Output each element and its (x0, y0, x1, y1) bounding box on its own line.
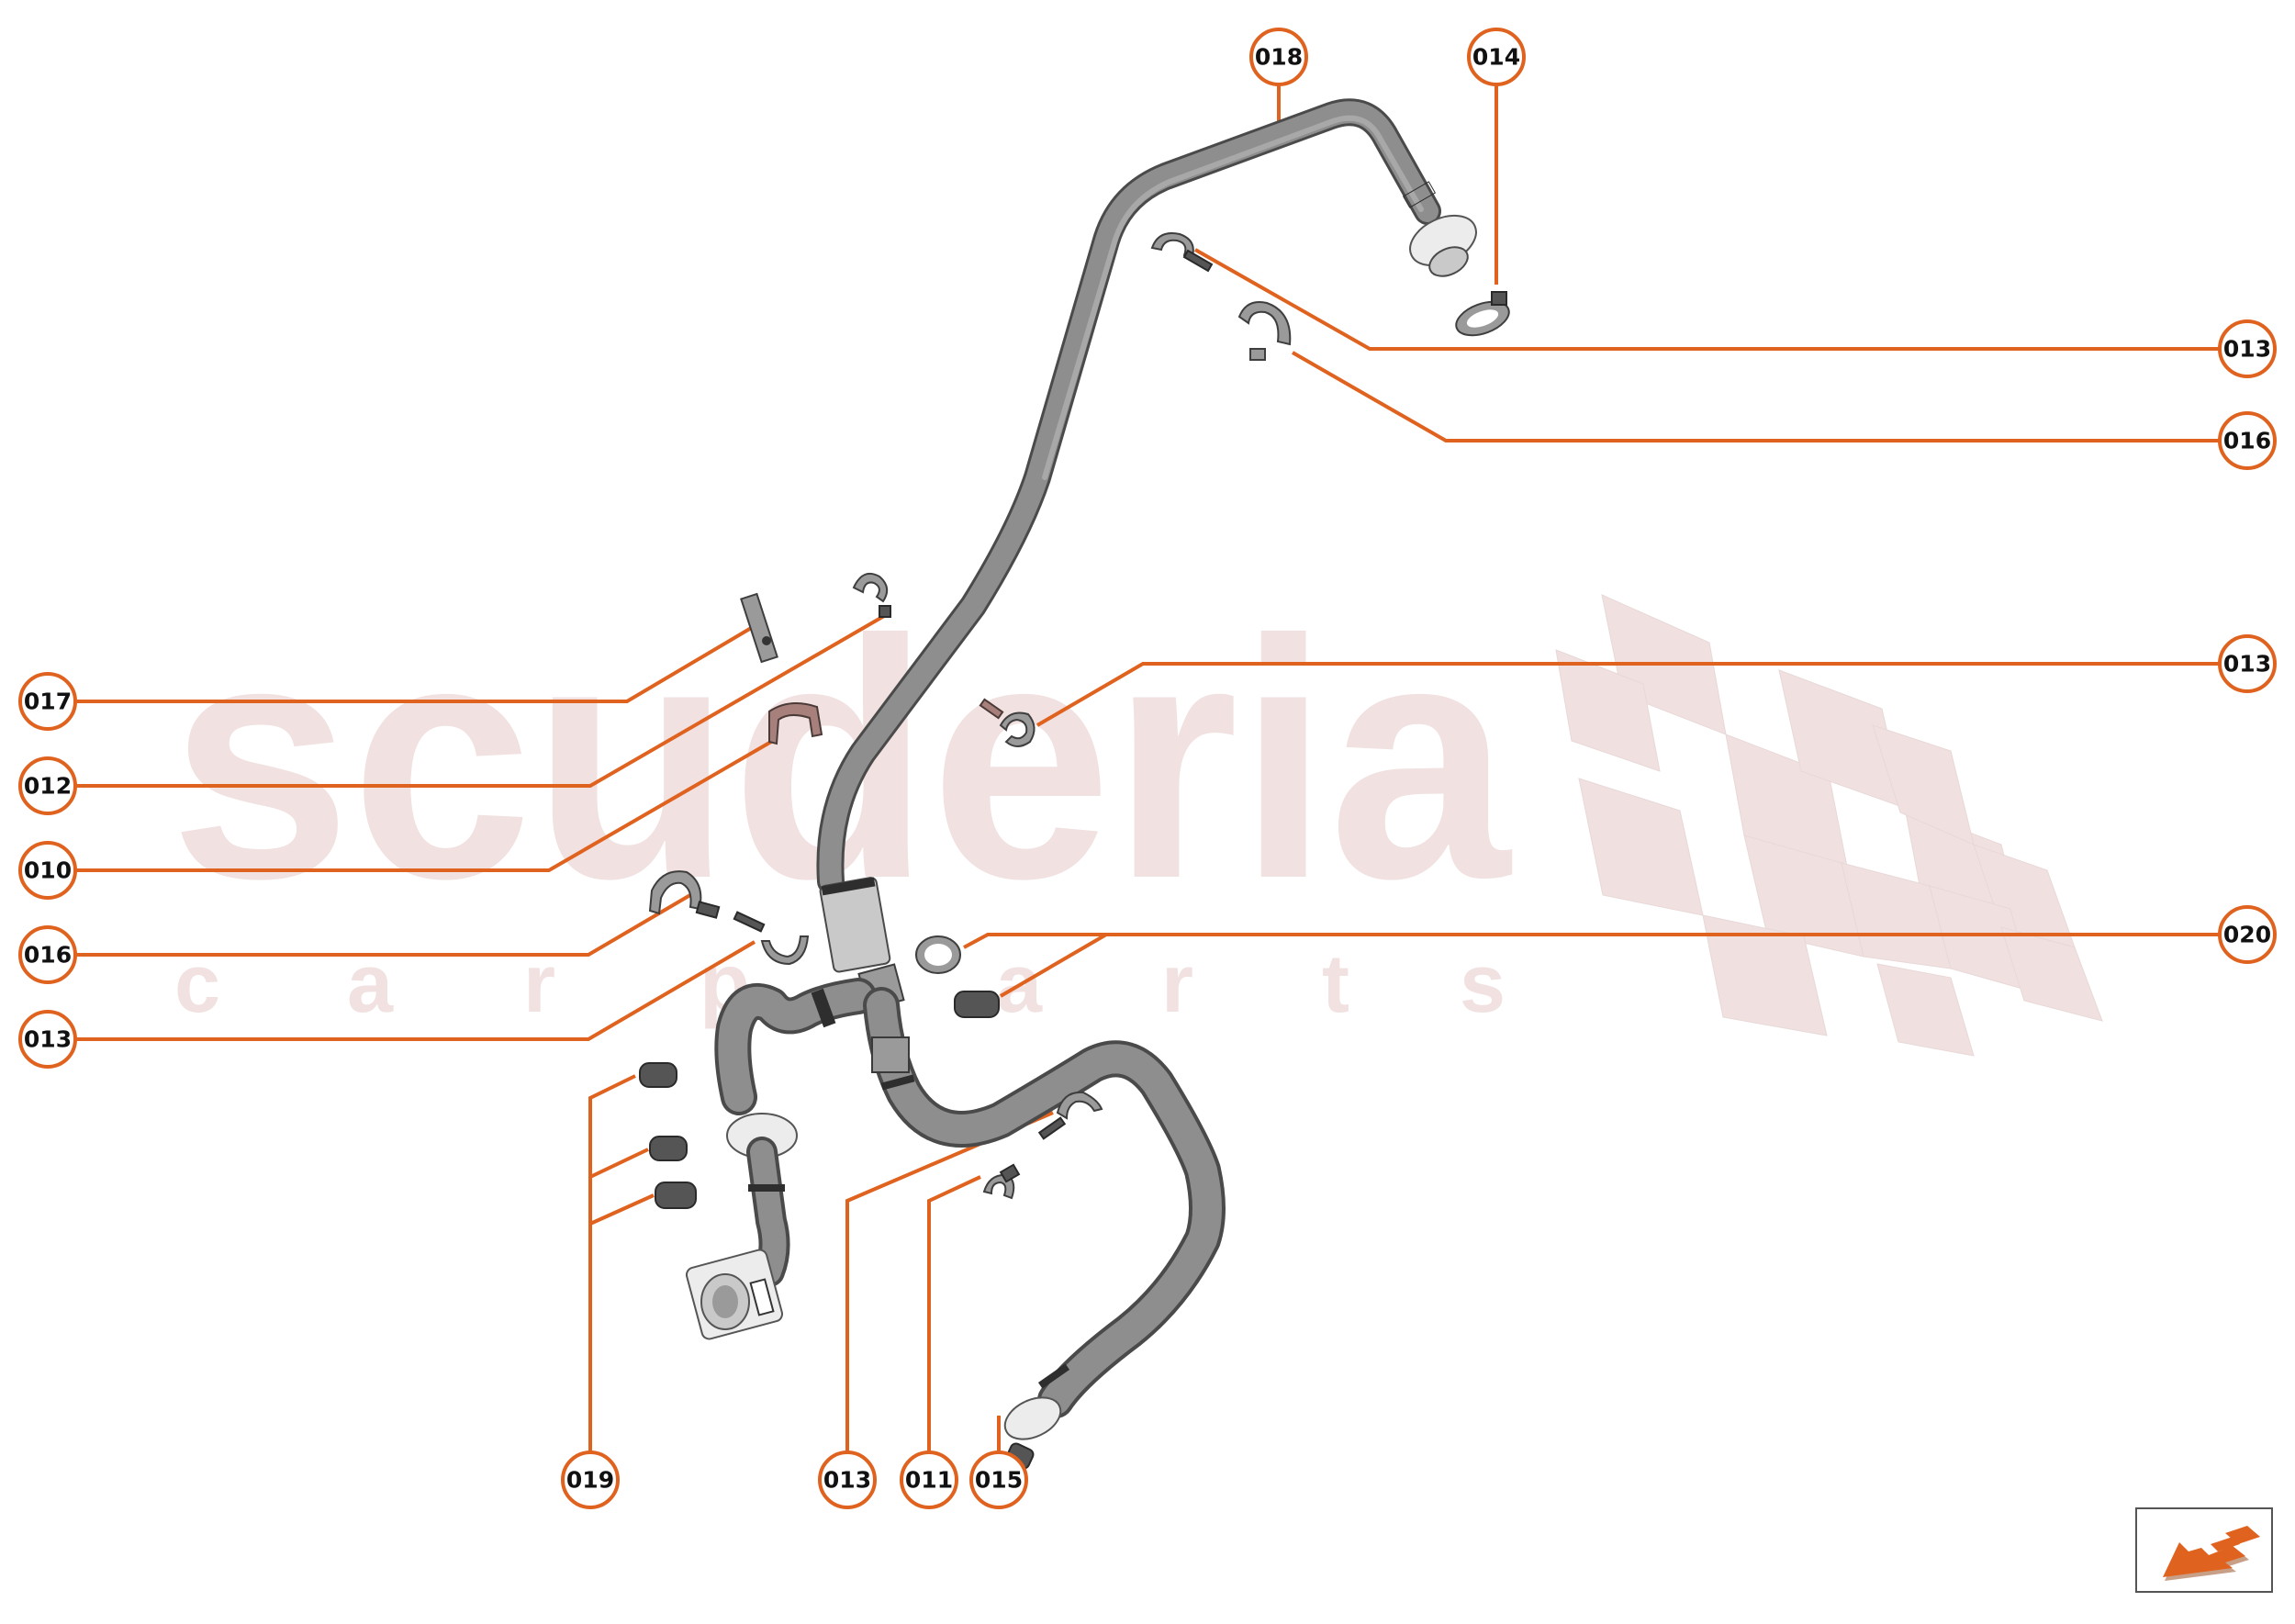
callout-label: 017 (24, 689, 72, 715)
watermark: scuderia c a r p a r t s (170, 570, 2103, 1057)
callout-label: 019 (566, 1467, 614, 1494)
checkered-flag-watermark (1555, 594, 2103, 1057)
leader-013-bottom (845, 1111, 1054, 1451)
connector-flange-bottom (1003, 1396, 1062, 1440)
callout-label: 014 (1472, 44, 1520, 71)
callout-label: 012 (24, 773, 72, 800)
clip-010 (768, 702, 823, 745)
leader-019-c (589, 1193, 655, 1226)
leader-013-mid (1036, 662, 2219, 727)
leader-016-top (1292, 351, 2219, 442)
callout-019[interactable]: 019 (561, 1450, 620, 1509)
callout-label: 013 (2223, 651, 2271, 678)
callout-label: 013 (2223, 336, 2271, 363)
callout-013-right-top[interactable]: 013 (2218, 319, 2277, 378)
callout-012[interactable]: 012 (18, 756, 77, 815)
watermark-letter: s (1460, 938, 1506, 1030)
callouts: 018 014 013 016 013 020 017 012 010 016 … (18, 28, 2277, 1509)
callout-010[interactable]: 010 (18, 841, 77, 900)
clip-016-top (1237, 301, 1292, 346)
clamp-019-a (639, 1062, 677, 1088)
callout-label: 011 (905, 1467, 953, 1494)
leader-020-b (999, 933, 1108, 998)
callout-016-left[interactable]: 016 (18, 925, 77, 984)
watermark-letter: r (1161, 938, 1193, 1030)
callout-label: 020 (2223, 922, 2271, 948)
callout-020[interactable]: 020 (2218, 905, 2277, 964)
clip-013-bottom (1056, 1091, 1103, 1120)
leader-010 (76, 740, 773, 872)
watermark-letter: r (523, 938, 555, 1030)
clip-013-left (760, 935, 810, 966)
hose-assembly (685, 98, 1477, 1440)
watermark-letter: a (347, 938, 394, 1030)
loose-parts (639, 232, 1510, 1484)
callout-label: 013 (823, 1467, 871, 1494)
leader-019-b (589, 1148, 649, 1179)
callout-label: 016 (2223, 428, 2271, 454)
clip-016-left (648, 870, 702, 915)
leader-012 (76, 614, 886, 788)
watermark-letter: c (174, 938, 220, 1030)
callout-018[interactable]: 018 (1249, 28, 1308, 86)
callout-013-bottom[interactable]: 013 (818, 1450, 877, 1509)
callout-label: 010 (24, 857, 72, 884)
quick-connector-left (685, 1249, 784, 1340)
leader-017 (76, 625, 755, 703)
clip-012 (852, 573, 889, 603)
callout-label: 015 (975, 1467, 1023, 1494)
clamp-019-b (649, 1136, 688, 1161)
callout-label: 013 (24, 1026, 72, 1053)
arrow-down-left-icon (2163, 1526, 2260, 1581)
clamp-020-b (954, 991, 1000, 1018)
leader-019 (588, 1074, 636, 1451)
callout-label: 016 (24, 942, 72, 969)
leader-020 (963, 933, 2219, 949)
leader-011 (927, 1175, 981, 1451)
watermark-letter: t (1322, 938, 1349, 1030)
clip-013-mid (999, 711, 1036, 747)
navigation-back-button[interactable] (2135, 1507, 2273, 1593)
hose-band (1402, 181, 1437, 208)
callout-016-right[interactable]: 016 (2218, 411, 2277, 470)
callout-011[interactable]: 011 (900, 1450, 958, 1509)
callout-013-left[interactable]: 013 (18, 1010, 77, 1069)
callout-013-right-mid[interactable]: 013 (2218, 634, 2277, 693)
callout-014[interactable]: 014 (1467, 28, 1526, 86)
callout-017[interactable]: 017 (18, 672, 77, 731)
callout-label: 018 (1255, 44, 1303, 71)
clamp-019-c (655, 1182, 697, 1209)
callout-015[interactable]: 015 (969, 1450, 1028, 1509)
leader-013-left (76, 940, 756, 1041)
leader-013-top (1194, 248, 2219, 351)
